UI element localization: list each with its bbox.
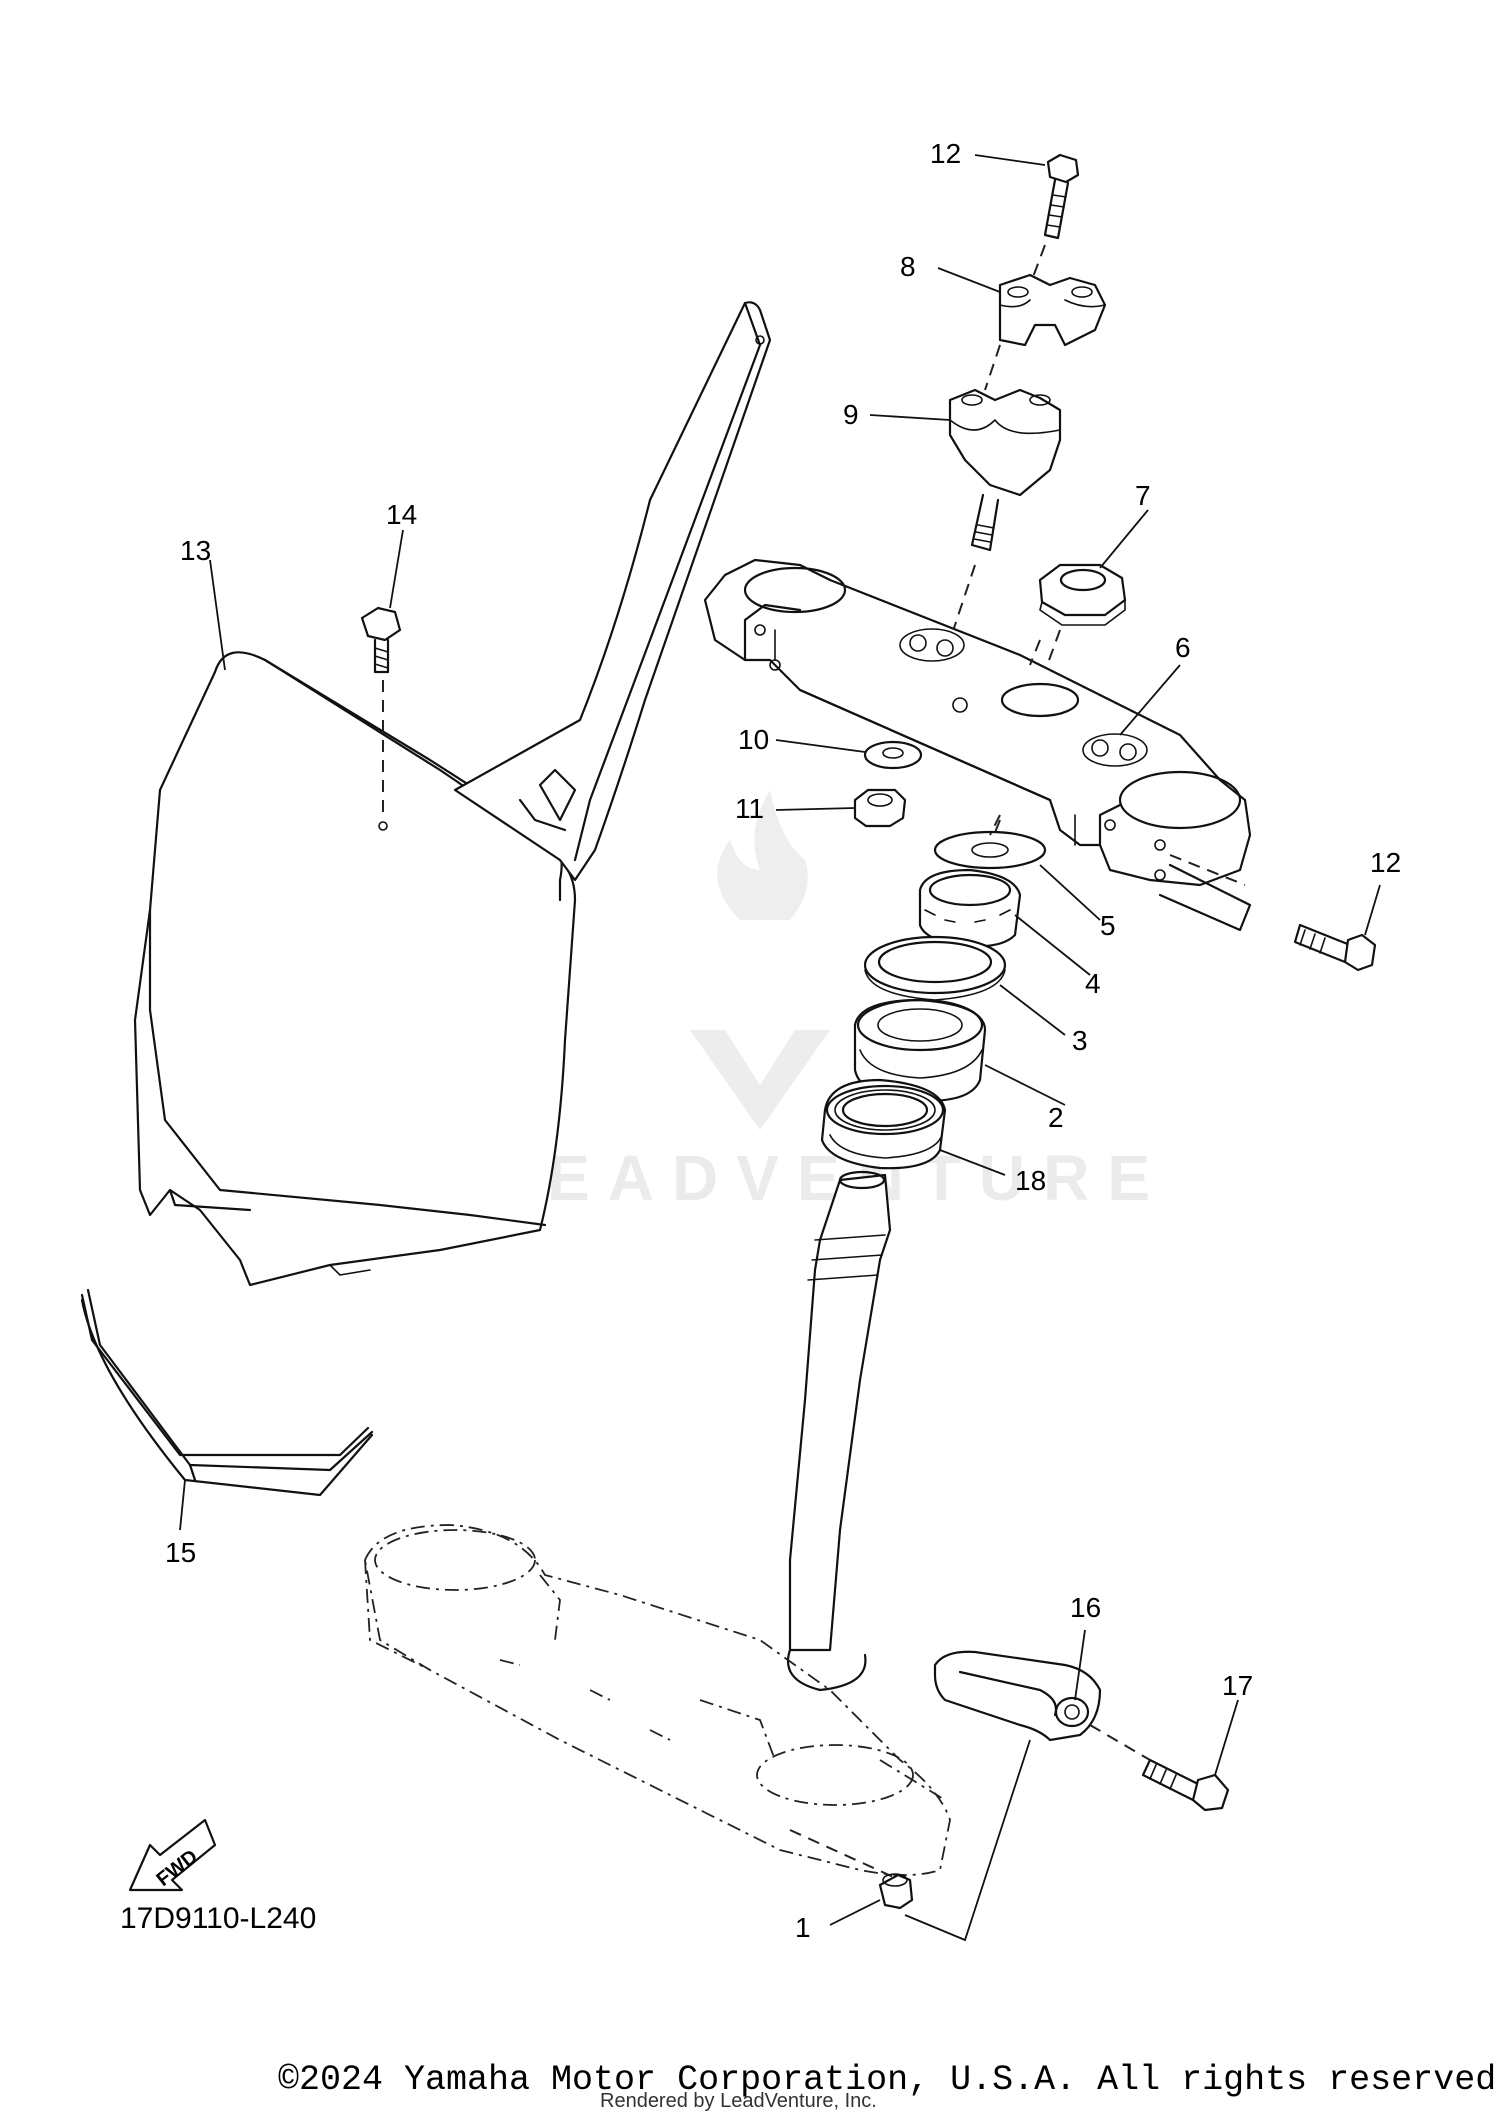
label-7: 7 bbox=[1135, 480, 1151, 511]
plate-bolt[interactable] bbox=[360, 606, 402, 831]
label-5: 5 bbox=[1100, 910, 1116, 941]
label-13: 13 bbox=[180, 535, 211, 566]
label-6: 6 bbox=[1175, 632, 1191, 663]
number-plate[interactable] bbox=[133, 301, 772, 1287]
label-17: 17 bbox=[1222, 1670, 1253, 1701]
label-14: 14 bbox=[386, 499, 417, 530]
clamp-bolt[interactable] bbox=[1089, 1724, 1230, 1812]
label-4: 4 bbox=[1085, 968, 1101, 999]
plate-strip[interactable] bbox=[80, 1288, 374, 1497]
label-18: 18 bbox=[1015, 1165, 1046, 1196]
ring-nut[interactable] bbox=[918, 868, 1022, 948]
label-11: 11 bbox=[735, 793, 764, 824]
label-12-right: 12 bbox=[1370, 847, 1401, 878]
label-3: 3 bbox=[1072, 1025, 1088, 1056]
label-15: 15 bbox=[165, 1537, 196, 1568]
bearing-seal[interactable] bbox=[863, 935, 1007, 1001]
label-9: 9 bbox=[843, 399, 859, 430]
lower-bearing[interactable] bbox=[820, 1078, 947, 1170]
pinch-bolt[interactable] bbox=[1158, 854, 1377, 972]
upper-handlebar-holder[interactable] bbox=[998, 273, 1107, 347]
label-2: 2 bbox=[1048, 1102, 1064, 1133]
washer-10[interactable] bbox=[863, 740, 923, 770]
lower-handlebar-holder[interactable] bbox=[948, 344, 1062, 641]
label-12-top: 12 bbox=[930, 138, 961, 169]
part-labels: 12 8 9 7 6 10 11 12 5 4 3 2 18 13 14 15 … bbox=[165, 138, 1401, 1943]
steering-stem-nut[interactable] bbox=[1038, 563, 1127, 686]
handlebar-bolt[interactable] bbox=[1029, 153, 1080, 286]
hose-clamp[interactable] bbox=[933, 1650, 1102, 1742]
label-1: 1 bbox=[795, 1912, 811, 1943]
label-8: 8 bbox=[900, 251, 916, 282]
collar[interactable] bbox=[878, 1739, 1031, 1942]
nut-11[interactable] bbox=[853, 788, 907, 828]
lower-bracket bbox=[364, 1524, 951, 1881]
watermark-logo: LEADVENTURE bbox=[490, 790, 1168, 1214]
rendered-by-text: Rendered by LeadVenture, Inc. bbox=[600, 2090, 877, 2112]
drawing-code: 17D9110-L240 bbox=[120, 1902, 317, 1935]
copyright-text: ©2024 Yamaha Motor Corporation, U.S.A. A… bbox=[278, 2060, 1500, 2100]
label-10: 10 bbox=[738, 724, 769, 755]
label-16: 16 bbox=[1070, 1592, 1101, 1623]
washer-5[interactable] bbox=[933, 814, 1047, 870]
leader-lines bbox=[179, 154, 1381, 1926]
steering-stem bbox=[786, 1170, 892, 1692]
upper-bracket[interactable] bbox=[703, 558, 1252, 887]
fwd-arrow-icon: FWD bbox=[128, 1818, 217, 1892]
watermark-text: LEADVENTURE bbox=[490, 1142, 1168, 1214]
